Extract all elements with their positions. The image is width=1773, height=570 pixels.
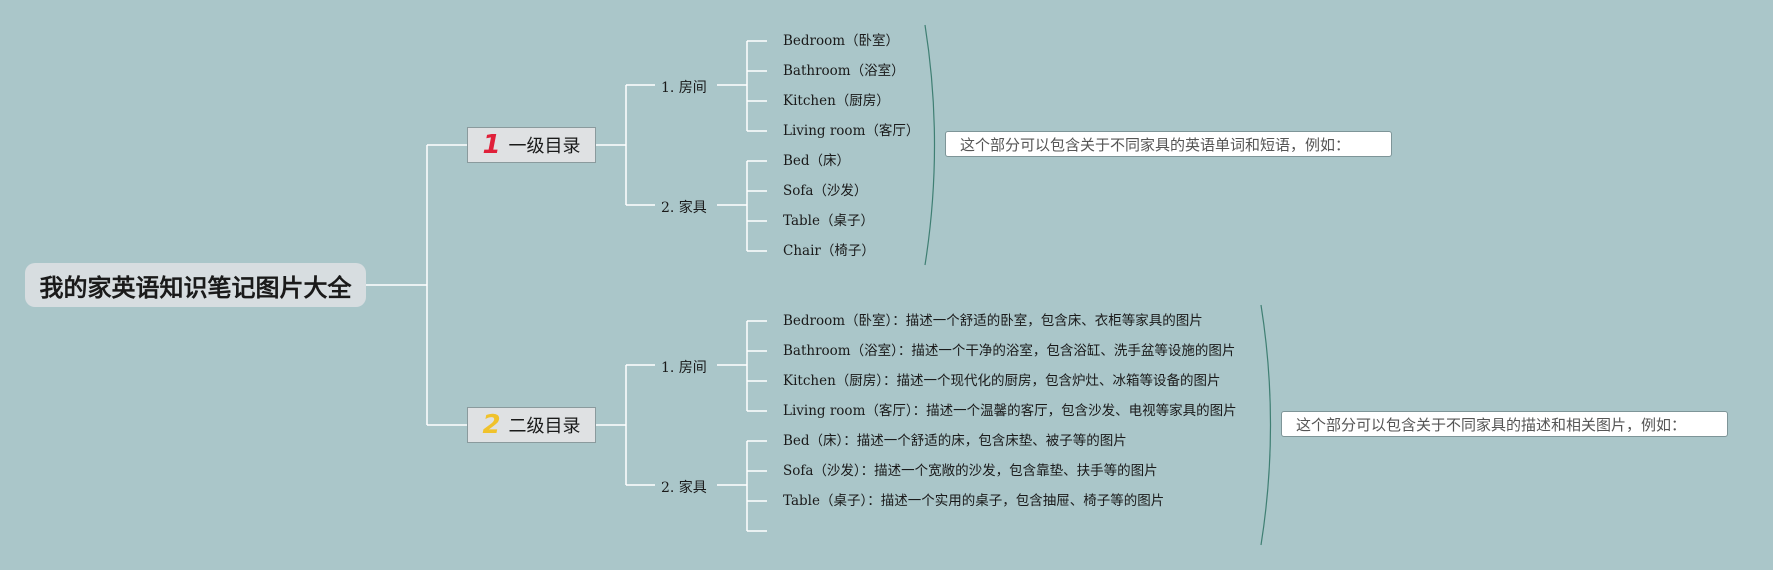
root-topic[interactable]: 我的家英语知识笔记图片大全 (25, 263, 366, 307)
subtopic-rooms[interactable]: 1. 房间 (661, 80, 707, 96)
group-connector (717, 160, 767, 252)
subtopic-furniture[interactable]: 2. 家具 (661, 480, 707, 496)
leaf-item[interactable]: Kitchen（厨房） (783, 93, 890, 109)
number-1-icon: 1 (482, 130, 501, 160)
leaf-item[interactable]: Sofa（沙发）：描述一个宽敞的沙发，包含靠垫、扶手等的图片 (783, 463, 1158, 479)
leaf-item[interactable]: Sofa（沙发） (783, 183, 868, 199)
subtopic-furniture[interactable]: 2. 家具 (661, 200, 707, 216)
leaf-item[interactable]: Bed（床） (783, 153, 851, 169)
leaf-item[interactable]: Bed（床）：描述一个舒适的床，包含床垫、被子等的图片 (783, 433, 1127, 449)
leaf-item[interactable]: Living room（客厅）：描述一个温馨的客厅，包含沙发、电视等家具的图片 (783, 403, 1237, 419)
leaf-item[interactable]: Bathroom（浴室） (783, 63, 905, 79)
root-connector (366, 144, 467, 426)
branch-label: 一级目录 (508, 136, 581, 157)
number-2-icon: 2 (482, 410, 501, 440)
leaf-item[interactable]: Chair（椅子） (783, 243, 875, 259)
leaf-item[interactable]: Living room（客厅） (783, 123, 920, 139)
leaf-item[interactable]: Table（桌子）：描述一个实用的桌子，包含抽屉、椅子等的图片 (783, 493, 1165, 509)
leaf-item[interactable]: Kitchen（厨房）：描述一个现代化的厨房，包含炉灶、冰箱等设备的图片 (783, 373, 1221, 389)
summary-note[interactable]: 这个部分可以包含关于不同家具的描述和相关图片，例如： (1281, 411, 1728, 437)
branch-level-2[interactable]: 2 二级目录 (467, 407, 596, 443)
branch-connector (596, 84, 655, 206)
subtopic-rooms[interactable]: 1. 房间 (661, 360, 707, 376)
group-connector (717, 440, 767, 532)
leaf-item[interactable]: Bedroom（卧室） (783, 33, 900, 49)
leaf-item[interactable]: Table（桌子） (783, 213, 874, 229)
branch-level-1[interactable]: 1 一级目录 (467, 127, 596, 163)
group-connector (717, 40, 767, 132)
branch-label: 二级目录 (508, 416, 581, 437)
summary-note[interactable]: 这个部分可以包含关于不同家具的英语单词和短语，例如： (945, 131, 1392, 157)
bracket-line (1260, 304, 1272, 546)
bracket-line (924, 24, 936, 266)
leaf-item[interactable]: Bedroom（卧室）：描述一个舒适的卧室，包含床、衣柜等家具的图片 (783, 313, 1203, 329)
group-connector (717, 320, 767, 412)
branch-connector (596, 364, 655, 486)
leaf-item[interactable]: Bathroom（浴室）：描述一个干净的浴室，包含浴缸、洗手盆等设施的图片 (783, 343, 1236, 359)
